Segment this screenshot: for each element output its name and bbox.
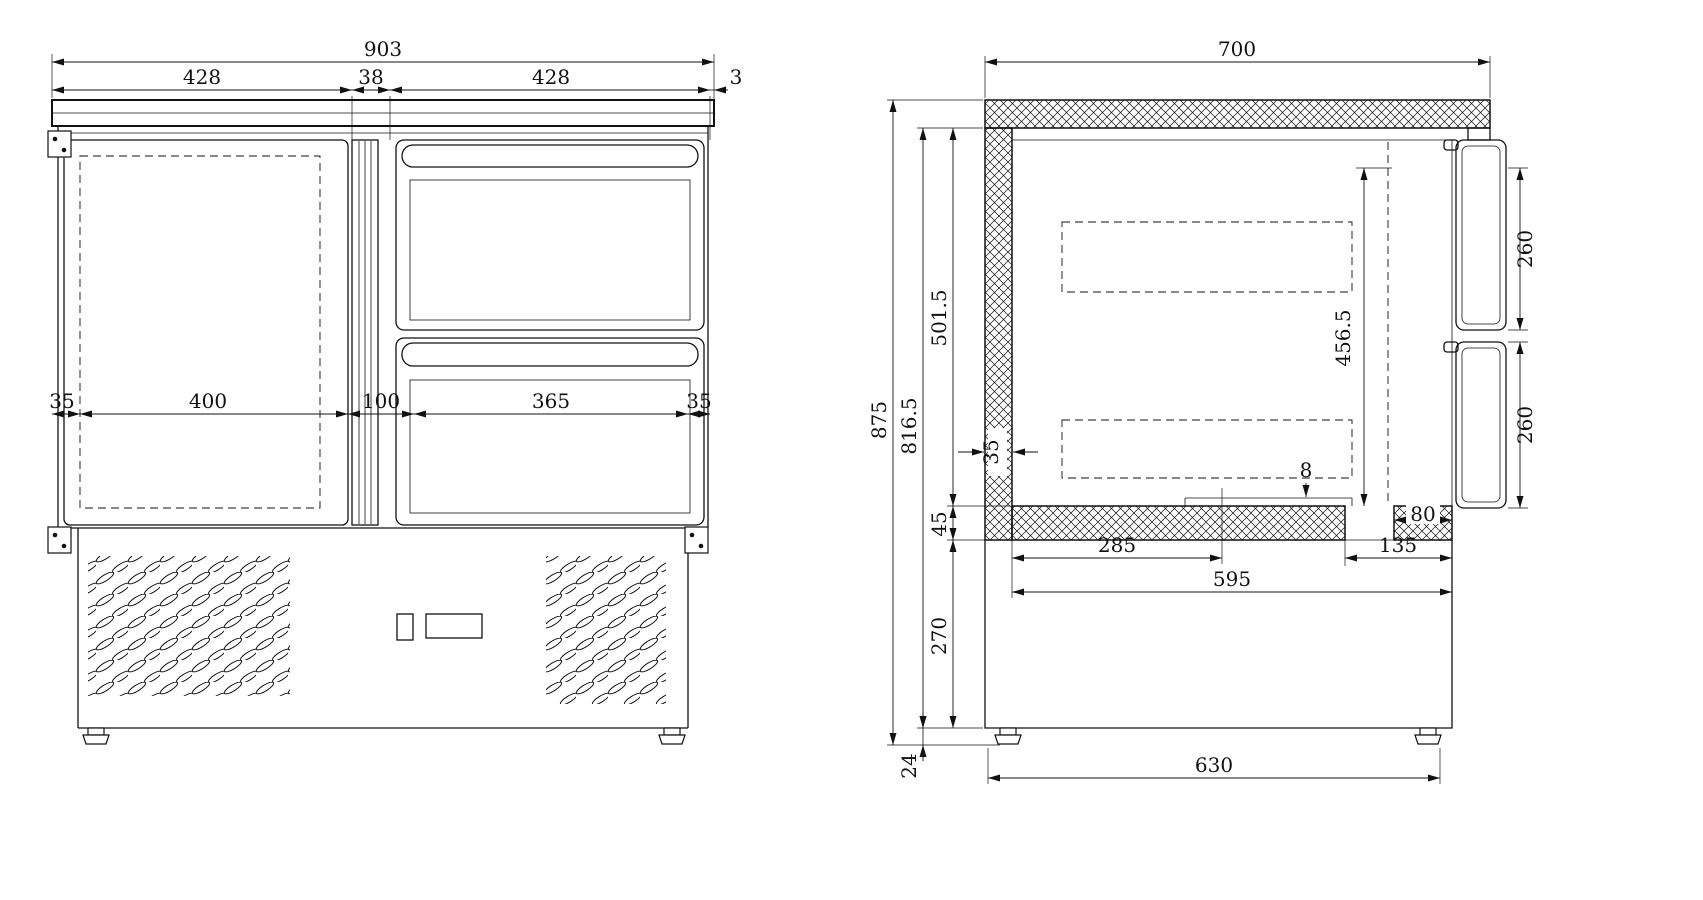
dim-label-rear-ledge: 80 xyxy=(1410,502,1435,526)
dim-overall-height: 875 xyxy=(867,99,1000,746)
rear-wall-section xyxy=(984,127,1013,541)
dim-label-foot-height: 24 xyxy=(897,753,921,778)
machine-base xyxy=(984,540,1453,729)
drawer-upper-handle-lip xyxy=(1443,139,1459,151)
dim-lower-drawer-front: 260 xyxy=(1508,341,1537,509)
dim-bottom-panel: 45 xyxy=(927,506,1010,541)
foot-front-right xyxy=(658,727,686,745)
dim-label-overall-width: 903 xyxy=(364,37,402,61)
countertop xyxy=(51,99,715,127)
side-view: 700 875 816.5 501.5 45 270 24 35 xyxy=(867,37,1537,784)
front-view: 903 428 38 428 3 35 400 100 365 35 xyxy=(47,37,742,745)
dim-rear-offset: 135 xyxy=(1344,533,1452,566)
dim-label-base-height: 270 xyxy=(927,617,951,655)
dim-label-drawers-width: 428 xyxy=(532,65,570,89)
dim-base-height: 270 xyxy=(927,540,957,728)
dim-label-feet-spacing: 630 xyxy=(1195,753,1233,777)
vent-grille-right xyxy=(546,556,666,704)
dim-label-drawer-opening: 365 xyxy=(532,389,570,413)
drawer-front-lower-profile xyxy=(1443,341,1507,509)
dim-mid-segments: 35 400 100 365 35 xyxy=(49,389,712,418)
dim-rear-ledge: 80 xyxy=(1394,502,1452,526)
dim-label-body-height: 816.5 xyxy=(897,397,921,454)
dim-label-door-opening: 400 xyxy=(189,389,227,413)
dim-feet-spacing: 630 xyxy=(987,748,1441,784)
dim-base-depth: 595 xyxy=(1012,567,1452,596)
vent-grille-left xyxy=(88,556,290,696)
dim-wall-thickness: 35 xyxy=(958,428,1038,476)
lower-drawer-body-hidden xyxy=(1061,419,1353,479)
door-gasket-dashed xyxy=(79,155,321,509)
hinge-top-left xyxy=(47,130,72,158)
dim-depth: 700 xyxy=(984,37,1491,98)
bottom-insulation xyxy=(1011,505,1346,541)
inner-cavity xyxy=(1012,139,1453,564)
countertop-section xyxy=(984,99,1491,129)
dim-label-right-wall: 35 xyxy=(686,389,711,413)
drawer-upper xyxy=(395,139,705,331)
dim-label-depth: 700 xyxy=(1218,37,1256,61)
dim-label-base-depth: 595 xyxy=(1213,567,1251,591)
base-panel xyxy=(77,528,689,729)
dim-label-front-offset: 285 xyxy=(1098,533,1136,557)
dim-inner-height: 501.5 xyxy=(927,128,1010,507)
dim-front-offset: 285 xyxy=(1011,533,1222,598)
upper-drawer-body-hidden xyxy=(1061,221,1353,293)
countertop-front-lip xyxy=(1467,127,1491,141)
left-door xyxy=(63,139,349,526)
dim-body-height: 816.5 xyxy=(897,127,983,729)
dim-label-left-wall: 35 xyxy=(49,389,74,413)
dim-upper-drawer-front: 260 xyxy=(1508,167,1537,331)
dim-label-rear-offset: 135 xyxy=(1379,533,1417,557)
center-pillar xyxy=(351,139,379,526)
drawer-front-upper-profile xyxy=(1443,139,1507,331)
dim-label-upper-drawer-front: 260 xyxy=(1513,230,1537,268)
dim-label-center-section: 100 xyxy=(362,389,400,413)
dim-label-edge-offset: 3 xyxy=(730,65,743,89)
dim-label-lower-drawer-front: 260 xyxy=(1513,406,1537,444)
drawer-lower xyxy=(395,337,705,526)
dim-foot-height: 24 xyxy=(897,712,927,779)
hinge-bottom-right xyxy=(684,526,709,554)
dim-overall-width: 903 xyxy=(51,37,715,100)
drawer-upper-handle xyxy=(401,144,699,168)
dim-label-overall-height: 875 xyxy=(867,401,891,439)
dim-label-door-width: 428 xyxy=(183,65,221,89)
power-switch xyxy=(396,613,414,641)
foot-side-left xyxy=(994,727,1022,745)
dim-label-drawer-stack-height: 456.5 xyxy=(1331,309,1355,366)
dim-label-inner-height: 501.5 xyxy=(927,289,951,346)
dim-label-wall-thickness: 35 xyxy=(979,439,1003,464)
hinge-bottom-left xyxy=(47,526,72,554)
drawer-lower-handle-lip xyxy=(1443,341,1459,353)
dim-top-segments: 428 38 428 3 xyxy=(52,65,742,140)
dim-label-bottom-panel: 45 xyxy=(927,511,951,536)
dim-rail-thickness: 8 xyxy=(1300,458,1313,497)
drawer-lower-handle xyxy=(401,342,699,367)
cabinet-body xyxy=(57,126,709,529)
dim-label-rail-thickness: 8 xyxy=(1300,458,1313,482)
dim-drawer-stack-height: 456.5 xyxy=(1331,167,1392,506)
foot-side-right xyxy=(1414,727,1442,745)
foot-front-left xyxy=(82,727,110,745)
nameplate xyxy=(425,613,483,639)
dim-label-pillar-width: 38 xyxy=(358,65,383,89)
